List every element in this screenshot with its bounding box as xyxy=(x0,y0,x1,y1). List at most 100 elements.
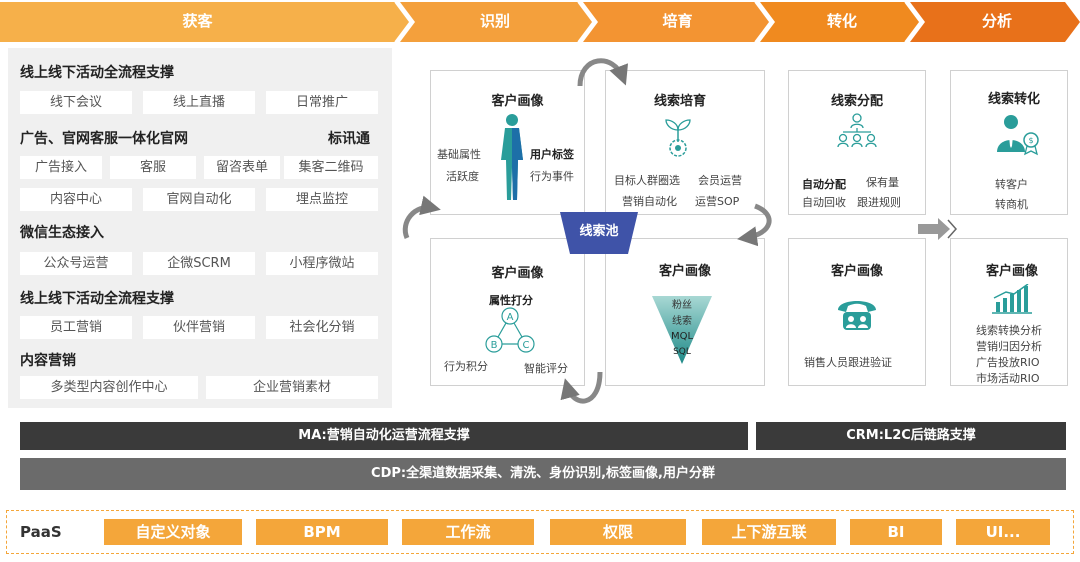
chevron-acquire xyxy=(0,2,410,42)
chevron-nurture xyxy=(583,2,770,42)
stage-label-analyze: 分析 xyxy=(981,12,1012,30)
section-title-wechat: 微信生态接入 xyxy=(20,225,104,241)
chip-wecom-scrm: 企微SCRM xyxy=(143,252,255,275)
ma-bar: MA:营销自动化运营流程支撑 xyxy=(20,422,748,450)
org-chart-icon xyxy=(837,113,877,148)
chip-offline-meeting: 线下会议 xyxy=(20,91,132,114)
nurture-top-box xyxy=(605,70,765,215)
section-title-content: 内容营销 xyxy=(20,353,76,369)
chip-social-distribution: 社会化分销 xyxy=(266,316,378,339)
cdp-bar: CDP:全渠道数据采集、清洗、身份识别,标签画像,用户分群 xyxy=(20,458,1066,490)
chip-mini-program: 小程序微站 xyxy=(266,252,378,275)
analyze-to-customer: 转客户 xyxy=(995,178,1028,191)
funnel-level-4: SQL xyxy=(673,347,691,357)
paas-permission: 权限 xyxy=(550,519,686,545)
chip-official-account: 公众号运营 xyxy=(20,252,132,275)
paas-custom-object: 自定义对象 xyxy=(104,519,242,545)
stage-label-convert: 转化 xyxy=(826,12,857,30)
analyze-to-opportunity: 转商机 xyxy=(995,198,1028,211)
paas-bpm: BPM xyxy=(256,519,388,545)
convert-retention: 保有量 xyxy=(866,176,899,189)
telephone-people-icon xyxy=(838,301,876,330)
nurture-bottom-title: 客户画像 xyxy=(658,264,711,279)
convert-top-box xyxy=(788,70,926,215)
chip-inquiry-form: 留咨表单 xyxy=(204,156,280,179)
stage-label-nurture: 培育 xyxy=(662,12,693,30)
convert-bottom-title: 客户画像 xyxy=(830,264,883,279)
svg-text:$: $ xyxy=(1028,136,1033,145)
chip-service: 客服 xyxy=(110,156,196,179)
node-a: A xyxy=(507,312,514,323)
crm-bar: CRM:L2C后链路支撑 xyxy=(756,422,1066,450)
funnel-level-1: 粉丝 xyxy=(672,298,692,311)
chip-partner-marketing: 伙伴营销 xyxy=(143,316,255,339)
customer-award-icon: $ xyxy=(997,115,1039,156)
identify-smart-score: 智能评分 xyxy=(524,362,568,375)
paas-container xyxy=(6,510,1074,554)
identify-user-tags: 用户标签 xyxy=(530,148,574,161)
funnel-level-3: MQL xyxy=(671,331,693,342)
chip-enterprise-material: 企业营销素材 xyxy=(206,376,378,399)
paas-supply-chain: 上下游互联 xyxy=(702,519,836,545)
funnel-icon: 粉丝 线索 MQL SQL xyxy=(652,296,712,364)
identify-basic-attr: 基础属性 xyxy=(437,148,481,161)
chevron-convert xyxy=(760,2,920,42)
nurture-top-title: 线索培育 xyxy=(653,94,706,109)
identify-top-title: 客户画像 xyxy=(491,94,544,109)
identify-bottom-title: 客户画像 xyxy=(491,266,544,281)
identify-scoring: 属性打分 xyxy=(489,294,533,307)
chip-site-automation: 官网自动化 xyxy=(143,188,255,211)
section-aside-bid: 标讯通 xyxy=(328,131,370,147)
chip-qrcode: 集客二维码 xyxy=(284,156,378,179)
chip-employee-marketing: 员工营销 xyxy=(20,316,132,339)
chevron-analyze xyxy=(910,2,1080,42)
chip-live-stream: 线上直播 xyxy=(143,91,255,114)
paas-label: PaaS xyxy=(20,523,62,541)
identify-activity: 活跃度 xyxy=(446,170,479,183)
node-c: C xyxy=(523,340,530,351)
stage-label-identify: 识别 xyxy=(479,12,510,30)
identify-behavior: 行为事件 xyxy=(530,170,574,183)
bar-chart-icon xyxy=(992,284,1032,314)
convert-auto-recycle: 自动回收 xyxy=(802,196,846,209)
analyze-bottom-title: 客户画像 xyxy=(985,264,1038,279)
paas-bi: BI xyxy=(850,519,942,545)
node-b: B xyxy=(491,340,498,351)
nurture-member-ops: 会员运营 xyxy=(698,174,742,187)
convert-auto-assign: 自动分配 xyxy=(802,178,846,191)
human-body-icon xyxy=(501,114,523,200)
stage-label-acquire: 获客 xyxy=(182,12,213,30)
analyze-attribution: 营销归因分析 xyxy=(976,340,1042,353)
section-title-offline-online-2: 线上线下活动全流程支撑 xyxy=(20,291,174,307)
analyze-lead-conversion: 线索转换分析 xyxy=(976,324,1042,337)
nurture-sop: 运营SOP xyxy=(695,195,740,208)
chip-content-center: 内容中心 xyxy=(20,188,132,211)
analyze-bottom-box xyxy=(950,238,1068,386)
paas-ui: UI... xyxy=(956,519,1050,545)
chip-tracking: 埋点监控 xyxy=(266,188,378,211)
nurture-automation: 营销自动化 xyxy=(622,195,677,208)
funnel-level-2: 线索 xyxy=(672,314,692,327)
section-title-ads-site: 广告、官网客服一体化官网 xyxy=(20,131,188,147)
chip-content-creation: 多类型内容创作中心 xyxy=(20,376,198,399)
lead-pool-label: 线索池 xyxy=(579,224,619,239)
identify-behavior-score: 行为积分 xyxy=(444,360,488,373)
stage-chevrons xyxy=(0,1,1080,43)
paas-workflow: 工作流 xyxy=(402,519,534,545)
analyze-event-roi: 市场活动RIO xyxy=(976,372,1040,385)
chevron-identify xyxy=(400,2,593,42)
section-title-offline-online: 线上线下活动全流程支撑 xyxy=(20,65,174,81)
nurture-target-audience: 目标人群圈选 xyxy=(614,174,680,187)
lead-pool-badge xyxy=(560,212,638,254)
chip-daily-promo: 日常推广 xyxy=(266,91,378,114)
convert-top-title: 线索分配 xyxy=(830,94,883,109)
chip-ad-access: 广告接入 xyxy=(20,156,102,179)
double-arrow-icon xyxy=(918,218,958,240)
analyze-ad-roi: 广告投放RIO xyxy=(976,356,1040,369)
convert-follow-rule: 跟进规则 xyxy=(857,196,901,209)
cycle-arrows xyxy=(402,58,772,404)
analyze-top-title: 线索转化 xyxy=(987,92,1040,107)
sprout-gear-icon xyxy=(665,119,691,157)
convert-sales-verify: 销售人员跟进验证 xyxy=(804,356,892,369)
scoring-graph-icon: A B C xyxy=(485,307,535,353)
